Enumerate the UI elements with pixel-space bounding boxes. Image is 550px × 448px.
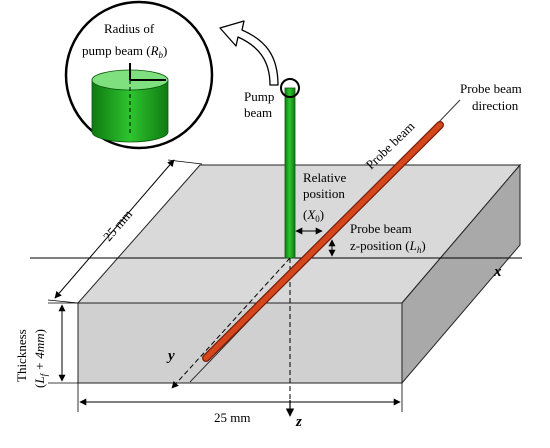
radius-label-line2: pump beam (Rb) <box>82 43 167 60</box>
relative-position-line2: position <box>303 186 345 201</box>
relative-position-symbol: (X0) <box>303 207 324 224</box>
thickness-formula: (Lf + 4mm) <box>32 329 49 388</box>
y-axis-line <box>171 257 291 389</box>
probe-beam <box>202 121 444 362</box>
radius-magnifier <box>64 0 214 150</box>
pump-beam-label-line2: beam <box>244 105 272 120</box>
block-front-face <box>77 302 403 384</box>
x-axis-label: x <box>493 264 502 280</box>
pump-beam-label-line1: Pump <box>244 89 274 104</box>
pump-beam <box>284 87 296 259</box>
depth-extension-top <box>167 159 203 165</box>
width-dimension-label: 25 mm <box>214 410 250 425</box>
probe-beam-label: Probe beam <box>363 118 418 172</box>
radius-label-line1: Radius of <box>104 21 155 36</box>
z-axis-label: z <box>295 414 302 430</box>
y-axis-label: y <box>166 348 175 364</box>
probe-direction-label-line2: direction <box>472 98 519 113</box>
depth-dimension-label: 25 mm <box>100 207 135 244</box>
relative-position-line1: Relative <box>303 170 347 185</box>
probe-direction-label-line1: Probe beam <box>460 81 522 96</box>
magnify-arrow <box>219 20 279 86</box>
thickness-label: Thickness <box>14 329 29 382</box>
z-position-line1: Probe beam <box>350 221 412 236</box>
depth-extension-bottom <box>47 299 79 304</box>
z-position-line2: z-position (Lh) <box>350 238 426 255</box>
specimen-block <box>76 163 522 385</box>
depth-dimension-arrow <box>54 159 175 299</box>
pump-beam-tip-highlight <box>280 78 300 98</box>
block-side-face <box>401 163 521 385</box>
